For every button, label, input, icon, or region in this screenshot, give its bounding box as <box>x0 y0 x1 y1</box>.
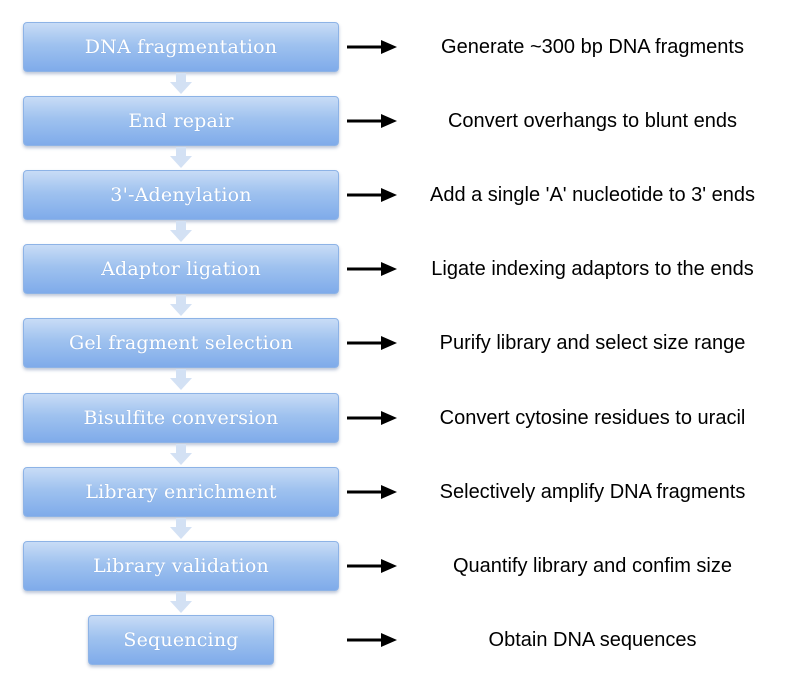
right-arrow-icon <box>347 40 397 54</box>
step-row-8: Library validation Quantify library and … <box>0 541 800 591</box>
step-row-1: DNA fragmentation Generate ~300 bp DNA f… <box>0 22 800 72</box>
step-box-sequencing: Sequencing <box>88 615 274 665</box>
step-box-dna-fragmentation: DNA fragmentation <box>23 22 339 72</box>
step-box-library-enrichment: Library enrichment <box>23 467 339 517</box>
down-arrow-icon <box>170 221 192 242</box>
step-description: Quantify library and confim size <box>452 554 732 577</box>
step-description: Selectively amplify DNA fragments <box>439 480 746 503</box>
down-arrow-icon <box>170 369 192 390</box>
step-box-library-validation: Library validation <box>23 541 339 591</box>
step-row-9: Sequencing Obtain DNA sequences <box>0 615 800 665</box>
step-description: Convert overhangs to blunt ends <box>447 109 738 132</box>
down-arrow-icon <box>170 295 192 316</box>
step-row-3: 3'-Adenylation Add a single 'A' nucleoti… <box>0 170 800 220</box>
step-row-7: Library enrichment Selectively amplify D… <box>0 467 800 517</box>
step-description: Generate ~300 bp DNA fragments <box>441 35 744 58</box>
right-arrow-icon <box>347 411 397 425</box>
down-arrow-icon <box>170 518 192 539</box>
right-arrow-icon <box>347 633 397 647</box>
step-description: Add a single 'A' nucleotide to 3' ends <box>429 183 755 206</box>
right-arrow-icon <box>347 559 397 573</box>
down-arrow-icon <box>170 592 192 613</box>
step-row-2: End repair Convert overhangs to blunt en… <box>0 96 800 146</box>
step-box-end-repair: End repair <box>23 96 339 146</box>
step-box-adenylation: 3'-Adenylation <box>23 170 339 220</box>
step-row-4: Adaptor ligation Ligate indexing adaptor… <box>0 244 800 294</box>
step-row-6: Bisulfite conversion Convert cytosine re… <box>0 393 800 443</box>
down-arrow-icon <box>170 73 192 94</box>
step-description: Purify library and select size range <box>439 331 746 354</box>
step-row-5: Gel fragment selection Purify library an… <box>0 318 800 368</box>
step-description: Ligate indexing adaptors to the ends <box>431 257 754 280</box>
right-arrow-icon <box>347 336 397 350</box>
right-arrow-icon <box>347 262 397 276</box>
step-box-bisulfite-conversion: Bisulfite conversion <box>23 393 339 443</box>
right-arrow-icon <box>347 114 397 128</box>
right-arrow-icon <box>347 188 397 202</box>
step-description: Convert cytosine residues to uracil <box>439 406 746 429</box>
right-arrow-icon <box>347 485 397 499</box>
step-box-adaptor-ligation: Adaptor ligation <box>23 244 339 294</box>
down-arrow-icon <box>170 147 192 168</box>
step-box-gel-fragment-selection: Gel fragment selection <box>23 318 339 368</box>
step-description: Obtain DNA sequences <box>488 628 697 651</box>
down-arrow-icon <box>170 444 192 465</box>
